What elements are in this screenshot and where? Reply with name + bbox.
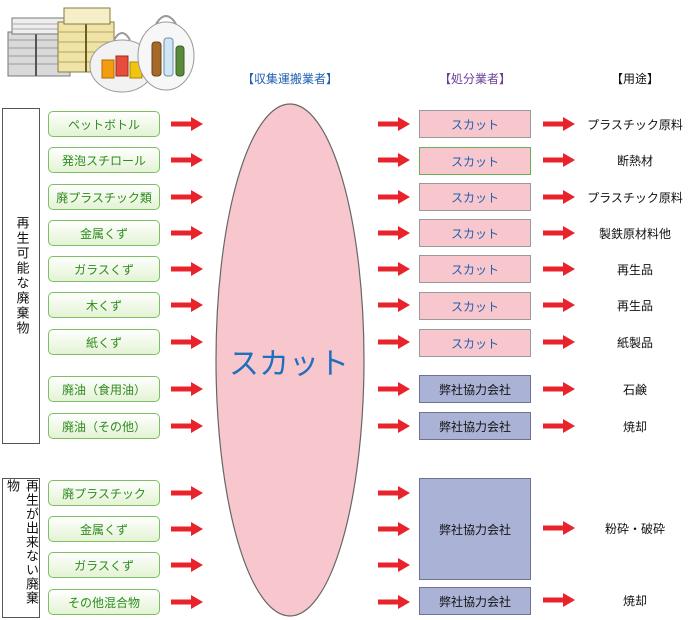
use-label: 断熱材 bbox=[616, 153, 653, 168]
partner-company-box: 弊社協力会社 bbox=[419, 587, 531, 615]
waste-item-metal-scrap: 金属くず bbox=[48, 220, 160, 246]
arrow-right-icon bbox=[171, 595, 203, 609]
arrow-right-icon bbox=[378, 382, 410, 396]
arrow-right-icon bbox=[378, 117, 410, 131]
waste-item-pet-bottle: ペットボトル bbox=[48, 111, 160, 137]
arrow-right-icon bbox=[171, 486, 203, 500]
waste-item-edible-oil: 廃油（食用油） bbox=[48, 376, 160, 402]
arrow-right-icon bbox=[378, 298, 410, 312]
use-label: プラスチック原料 bbox=[587, 190, 683, 205]
arrow-right-icon bbox=[543, 226, 575, 240]
arrow-right-icon bbox=[378, 190, 410, 204]
arrow-right-icon bbox=[171, 190, 203, 204]
non-recyclable-group-label: 再生が出来ない廃棄物 bbox=[4, 479, 38, 605]
disposal-box: スカット bbox=[419, 147, 531, 175]
waste-item-nonrecyclable-plastic: 廃プラスチック bbox=[48, 480, 160, 506]
partner-company-box: 弊社協力会社 bbox=[419, 412, 531, 440]
arrow-right-icon bbox=[543, 153, 575, 167]
recyclable-group-label: 再生可能な廃棄物 bbox=[13, 216, 29, 336]
waste-item-glass-scrap: ガラスくず bbox=[48, 256, 160, 282]
arrow-right-icon bbox=[378, 522, 410, 536]
arrow-right-icon bbox=[378, 595, 410, 609]
partner-company-box: 弊社協力会社 bbox=[419, 375, 531, 403]
use-header: 【用途】 bbox=[610, 72, 659, 86]
arrow-right-icon bbox=[171, 117, 203, 131]
disposal-box: スカット bbox=[419, 292, 531, 320]
waste-item-mixed: その他混合物 bbox=[48, 589, 160, 615]
non-recyclable-group-box: 再生が出来ない廃棄物 bbox=[2, 478, 40, 618]
use-label: 再生品 bbox=[616, 298, 653, 313]
arrow-right-icon bbox=[378, 153, 410, 167]
arrow-right-icon bbox=[378, 226, 410, 240]
arrow-right-icon bbox=[171, 335, 203, 349]
arrow-right-icon bbox=[171, 522, 203, 536]
use-label: 紙製品 bbox=[616, 335, 653, 350]
arrow-right-icon bbox=[378, 419, 410, 433]
use-label: 再生品 bbox=[616, 262, 653, 277]
arrow-right-icon bbox=[378, 335, 410, 349]
use-label: 製鉄原材料他 bbox=[598, 226, 671, 241]
waste-item-nonrecyclable-metal: 金属くず bbox=[48, 516, 160, 542]
waste-item-nonrecyclable-glass: ガラスくず bbox=[48, 552, 160, 578]
arrow-right-icon bbox=[543, 190, 575, 204]
recyclable-group-box: 再生可能な廃棄物 bbox=[2, 108, 40, 444]
use-label: 焼却 bbox=[622, 419, 647, 434]
partner-company-box-large: 弊社協力会社 bbox=[419, 478, 531, 580]
garbage-illustration-icon bbox=[7, 7, 195, 93]
arrow-right-icon bbox=[543, 419, 575, 433]
arrow-right-icon bbox=[171, 382, 203, 396]
waste-item-other-oil: 廃油（その他） bbox=[48, 413, 160, 439]
disposal-box: スカット bbox=[419, 255, 531, 283]
arrow-right-icon bbox=[543, 521, 575, 535]
arrow-right-icon bbox=[171, 419, 203, 433]
arrow-right-icon bbox=[171, 298, 203, 312]
transport-header: 【収集運搬業者】 bbox=[241, 72, 338, 86]
arrow-right-icon bbox=[171, 226, 203, 240]
use-label: 石鹸 bbox=[622, 382, 647, 397]
arrow-right-icon bbox=[543, 593, 575, 607]
arrow-right-icon bbox=[543, 382, 575, 396]
use-label: 粉砕・破砕 bbox=[604, 521, 665, 536]
waste-item-waste-plastics: 廃プラスチック類 bbox=[48, 184, 160, 210]
arrow-right-icon bbox=[171, 558, 203, 572]
use-label: 焼却 bbox=[622, 593, 647, 608]
waste-item-paper-scrap: 紙くず bbox=[48, 329, 160, 355]
arrow-right-icon bbox=[543, 262, 575, 276]
disposal-box: スカット bbox=[419, 183, 531, 211]
disposal-box: スカット bbox=[419, 329, 531, 357]
arrow-right-icon bbox=[543, 298, 575, 312]
disposal-header: 【処分業者】 bbox=[438, 72, 511, 86]
waste-item-wood-scrap: 木くず bbox=[48, 292, 160, 318]
transport-company-ellipse bbox=[215, 103, 365, 617]
arrow-right-icon bbox=[378, 262, 410, 276]
arrow-right-icon bbox=[171, 153, 203, 167]
arrow-right-icon bbox=[378, 486, 410, 500]
transport-company-label: スカット bbox=[229, 347, 349, 382]
arrow-right-icon bbox=[171, 262, 203, 276]
arrow-right-icon bbox=[543, 117, 575, 131]
arrow-right-icon bbox=[543, 335, 575, 349]
waste-item-styrofoam: 発泡スチロール bbox=[48, 147, 160, 173]
use-label: プラスチック原料 bbox=[587, 117, 683, 132]
disposal-box: スカット bbox=[419, 110, 531, 138]
arrow-right-icon bbox=[378, 558, 410, 572]
disposal-box: スカット bbox=[419, 219, 531, 247]
